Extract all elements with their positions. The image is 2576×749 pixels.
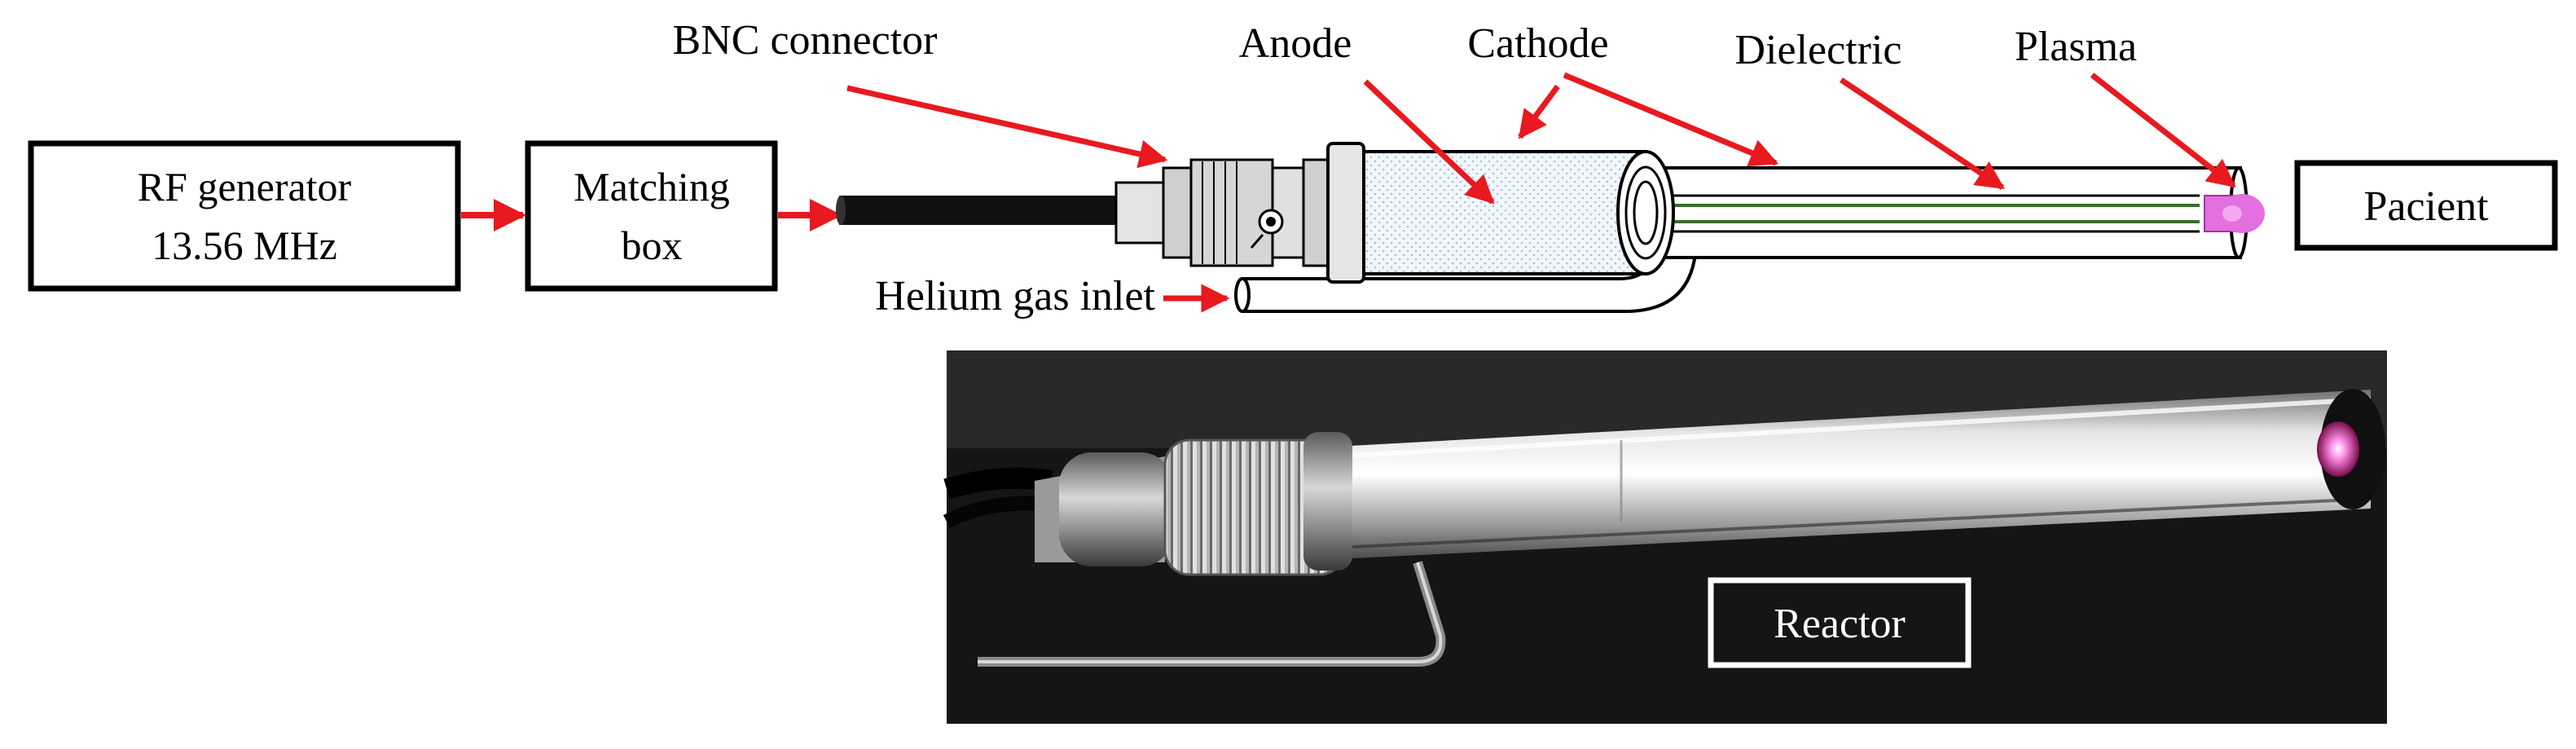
photo-threaded-body (1165, 440, 1344, 575)
plasma-label: Plasma (2015, 24, 2137, 70)
cathode-tube (1636, 166, 2242, 259)
photo-caption-box (1708, 577, 1972, 668)
reactor-photo: Reactor (943, 350, 2387, 724)
dielectric-pointer-arrow (1840, 77, 2005, 190)
anode-pointer-arrow (1363, 79, 1495, 205)
coaxial-cable (839, 196, 1116, 225)
matching-box-label-2: box (622, 222, 683, 268)
rf-generator-block: RF generator 13.56 MHz (28, 140, 461, 292)
patient-label: Pacient (2363, 183, 2489, 230)
photo-plasma-glow (2317, 421, 2359, 477)
rf-frequency-label: 13.56 MHz (152, 222, 337, 268)
matching-box-label: Matching (574, 164, 730, 209)
plasma-pointer-arrow (2090, 73, 2236, 188)
photo-bnc-nut (1059, 452, 1173, 566)
photo-caption-label: Reactor (1774, 601, 1906, 647)
plasma-jet (2204, 194, 2265, 233)
reactor-schematic (836, 142, 2265, 313)
label-pointer-arrows (846, 72, 2236, 313)
cathode-pointer-arrow-2 (1563, 72, 1779, 167)
dielectric-holder (1351, 150, 1647, 275)
bnc-connector (1114, 142, 1365, 284)
anode-label: Anode (1239, 20, 1352, 67)
matching-box-block: Matching box (525, 140, 778, 292)
rf-generator-label: RF generator (138, 164, 352, 209)
cathode-pointer-arrow-1 (1518, 84, 1560, 139)
cathode-label: Cathode (1467, 20, 1608, 67)
dielectric-label: Dielectric (1735, 27, 1902, 73)
helium-inlet-label: Helium gas inlet (875, 273, 1155, 319)
photo-steel-tube (1336, 390, 2371, 559)
bnc-pointer-arrow (846, 85, 1168, 169)
patient-block: Pacient (2294, 160, 2558, 251)
bnc-connector-label: BNC connector (673, 17, 938, 64)
